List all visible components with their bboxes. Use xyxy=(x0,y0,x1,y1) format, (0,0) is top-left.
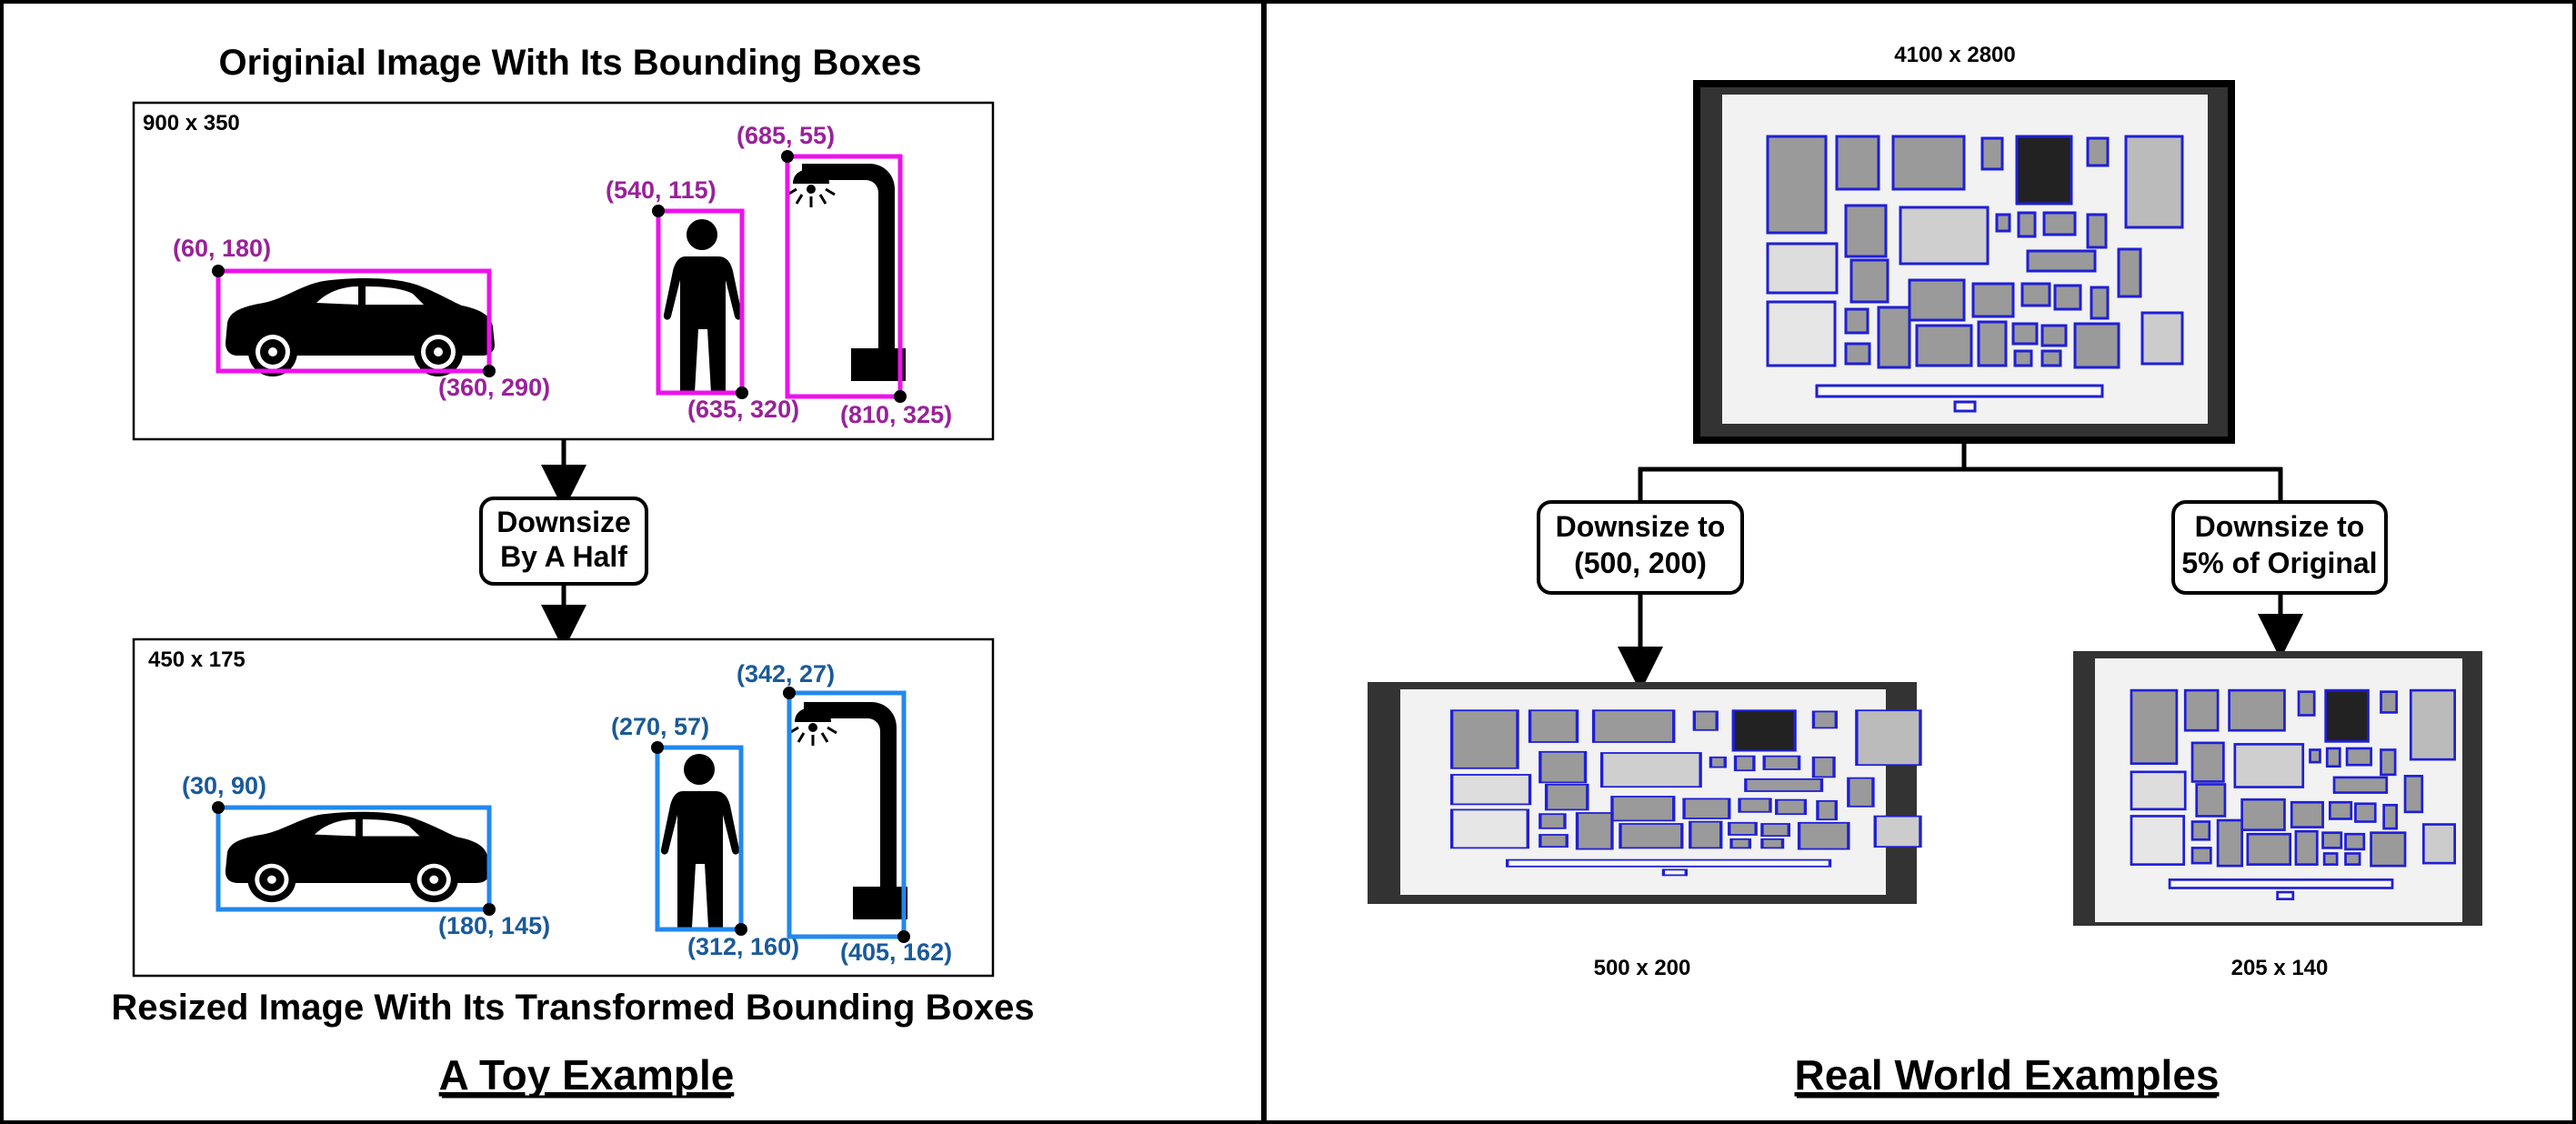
person-top-left-point xyxy=(652,205,665,217)
resized-person-bottom-right-point xyxy=(735,923,747,936)
car-top-left-coord: (60, 180) xyxy=(173,235,271,262)
original-image-dimensions: 900 x 350 xyxy=(143,111,240,135)
resized-lamp-top-left-point xyxy=(783,687,796,699)
person-bottom-right-point xyxy=(736,386,748,399)
car-bottom-right-coord: (360, 290) xyxy=(438,374,550,401)
resized-car-top-left-point xyxy=(212,801,225,814)
resized-person-bottom-right-coord: (312, 160) xyxy=(687,933,799,960)
resized-person-bounding-box xyxy=(655,745,744,932)
resized-lamp-bounding-box xyxy=(787,690,907,939)
percent-resized-photo xyxy=(2073,651,2482,926)
car-top-left-point xyxy=(212,265,225,277)
real-world-panel: 4100 x 2800 xyxy=(1368,43,2482,1099)
downsize-fixed-line1: Downsize to xyxy=(1556,510,1726,543)
resized-lamp-bottom-right-point xyxy=(897,930,910,943)
original-photo-dimensions: 4100 x 2800 xyxy=(1894,43,2015,67)
downsize-percent-line1: Downsize to xyxy=(2195,510,2365,543)
car-bounding-box xyxy=(216,268,492,374)
fixed-resized-photo xyxy=(1368,682,1922,904)
resized-car-bottom-right-coord: (180, 145) xyxy=(438,912,550,939)
lamp-bottom-right-point xyxy=(894,390,907,403)
fixed-resized-dimensions: 500 x 200 xyxy=(1594,956,1691,980)
real-section-title: Real World Examples xyxy=(1795,1051,2220,1099)
downsize-fixed-line2: (500, 200) xyxy=(1574,547,1707,579)
person-top-left-coord: (540, 115) xyxy=(606,176,717,204)
resized-car-top-left-coord: (30, 90) xyxy=(182,772,266,799)
toy-section-title: A Toy Example xyxy=(439,1051,735,1099)
downsize-half-line2: By A Half xyxy=(500,540,627,573)
car-bottom-right-point xyxy=(483,365,496,377)
person-bottom-right-coord: (635, 320) xyxy=(687,396,799,423)
downsize-half-line1: Downsize xyxy=(496,506,631,538)
original-image-title: Originial Image With Its Bounding Boxes xyxy=(218,43,921,83)
resized-person-top-left-point xyxy=(651,741,664,754)
person-bounding-box xyxy=(656,208,745,396)
resized-image-dimensions: 450 x 175 xyxy=(148,647,246,672)
lamp-bounding-box xyxy=(785,154,903,399)
original-photo xyxy=(1693,80,2235,444)
lamp-bottom-right-coord: (810, 325) xyxy=(840,401,952,428)
resized-car-bounding-box xyxy=(216,805,492,912)
resized-lamp-bottom-right-coord: (405, 162) xyxy=(840,938,952,966)
resized-image-title: Resized Image With Its Transformed Bound… xyxy=(111,988,1034,1028)
resized-lamp-top-left-coord: (342, 27) xyxy=(737,660,835,687)
downsize-percent-line2: 5% of Original xyxy=(2181,547,2377,579)
resized-car-bottom-right-point xyxy=(483,903,496,916)
resized-person-top-left-coord: (270, 57) xyxy=(611,713,709,740)
toy-example-panel: Originial Image With Its Bounding Boxes … xyxy=(111,43,1034,1099)
lamp-top-left-point xyxy=(781,150,794,163)
lamp-top-left-coord: (685, 55) xyxy=(737,122,835,149)
percent-resized-dimensions: 205 x 140 xyxy=(2231,956,2329,980)
